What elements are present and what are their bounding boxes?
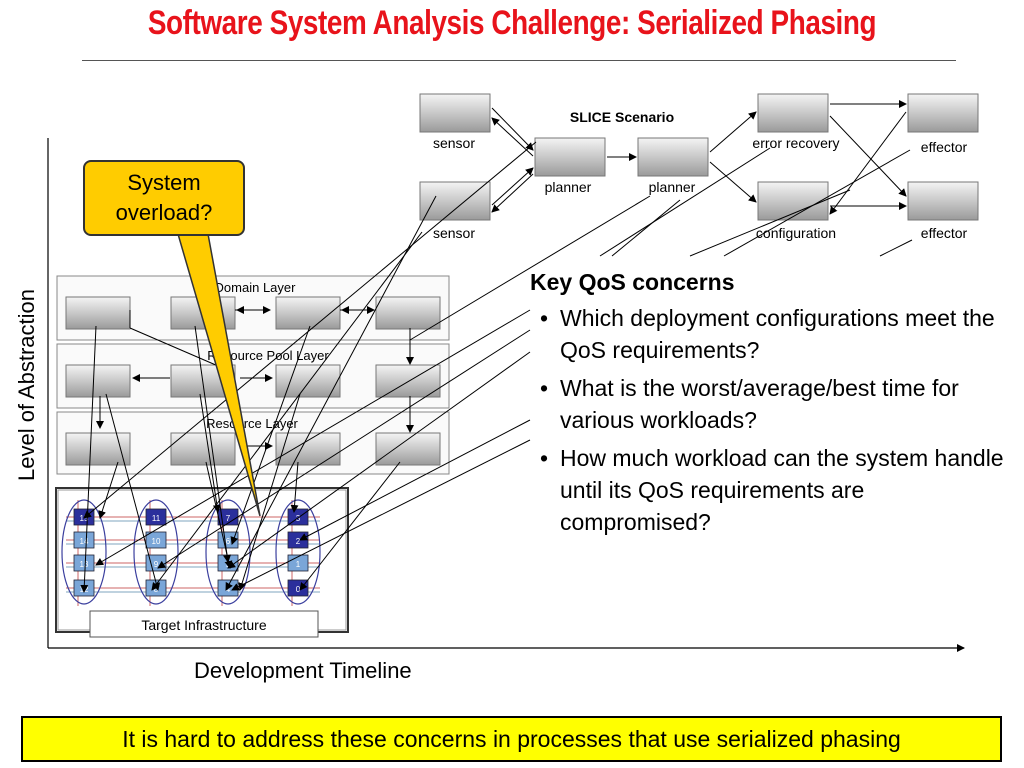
effector-bottom-label: effector <box>921 225 968 241</box>
compute-node-label: 14 <box>80 537 89 546</box>
compute-node <box>145 531 167 549</box>
compute-node <box>145 508 167 526</box>
y-axis-label: Level of Abstraction <box>14 289 39 482</box>
concern-text: What is the worst/average/best time for … <box>560 375 959 433</box>
mesh-ring <box>61 499 107 605</box>
sensor-top-label: sensor <box>433 135 475 151</box>
compute-node-label: 7 <box>226 514 231 523</box>
resource-pool-layer-label: Resource Pool Layer <box>207 348 329 363</box>
concern-item: • How much workload can the system handle… <box>530 442 1020 538</box>
callout-line-2: overload? <box>115 200 213 225</box>
concern-text: Which deployment configurations meet the… <box>560 305 995 363</box>
resource-pool-layer-component <box>275 364 341 398</box>
resource-layer-component <box>375 432 441 466</box>
compute-node-label: 1 <box>296 560 301 569</box>
compute-node <box>73 531 95 549</box>
x-axis-label: Development Timeline <box>194 658 412 683</box>
compute-node-label: 9 <box>154 560 159 569</box>
configuration-node <box>757 181 829 221</box>
domain-layer-component <box>275 296 341 330</box>
resource-layer-component <box>275 432 341 466</box>
mapping-lines <box>80 141 913 593</box>
compute-node-label: 11 <box>152 514 161 523</box>
compute-node-label: 10 <box>152 537 161 546</box>
planner-2-label: planner <box>649 179 696 195</box>
concern-item: • What is the worst/average/best time for… <box>530 372 1020 436</box>
domain-layer-label: Domain Layer <box>215 280 297 295</box>
effector-bottom-node <box>907 181 979 221</box>
infrastructure-label: Target Infrastructure <box>141 617 266 633</box>
error-recovery-node <box>757 93 829 133</box>
layer-stack: Domain Layer Resource Pool Layer Resourc… <box>56 275 450 475</box>
domain-layer-component <box>65 296 131 330</box>
sensor-bottom-label: sensor <box>433 225 475 241</box>
resource-layer-label: Resource Layer <box>206 416 298 431</box>
compute-node-label: 0 <box>296 585 301 594</box>
conclusion-banner: It is hard to address these concerns in … <box>21 716 1002 762</box>
compute-node-label: 3 <box>296 514 301 523</box>
concerns-list: • Which deployment configurations meet th… <box>530 302 1020 538</box>
planner-1-label: planner <box>545 179 592 195</box>
qos-concerns: Key QoS concerns • Which deployment confi… <box>530 266 1020 544</box>
sensor-bottom-node <box>419 181 491 221</box>
resource-pool-layer-component <box>375 364 441 398</box>
effector-top-node <box>907 93 979 133</box>
error-recovery-label: error recovery <box>752 135 839 151</box>
bullet-icon: • <box>540 305 549 331</box>
callout-line-1: System <box>127 170 201 195</box>
compute-node-label: 6 <box>226 537 231 546</box>
effector-top-label: effector <box>921 139 968 155</box>
planner-2-node <box>637 137 709 177</box>
layer-boxes <box>65 296 441 466</box>
bullet-icon: • <box>540 445 549 471</box>
bullet-icon: • <box>540 375 549 401</box>
domain-layer-component <box>375 296 441 330</box>
slide-title: Software System Analysis Challenge: Seri… <box>147 4 877 42</box>
resource-layer-component <box>65 432 131 466</box>
compute-node-label: 2 <box>296 537 301 546</box>
sensor-top-node <box>419 93 491 133</box>
compute-node <box>73 554 95 572</box>
resource-layer-component <box>170 432 236 466</box>
compute-node-label: 13 <box>80 560 89 569</box>
infrastructure-label-box <box>89 610 319 638</box>
concern-item: • Which deployment configurations meet th… <box>530 302 1020 366</box>
concerns-heading: Key QoS concerns <box>530 269 735 295</box>
title-divider <box>82 60 956 61</box>
resource-pool-layer-component <box>65 364 131 398</box>
concern-text: How much workload can the system handle … <box>560 445 1004 535</box>
mesh-ring <box>275 499 321 605</box>
system-overload-callout: System overload? <box>83 160 245 236</box>
mesh-ring <box>133 499 179 605</box>
slice-title: SLICE Scenario <box>570 109 674 125</box>
planner-1-node <box>534 137 606 177</box>
layer-edges <box>96 306 414 450</box>
configuration-label: configuration <box>756 225 836 241</box>
slice-scenario: SLICE Scenario sensor sensor planner pla… <box>419 93 979 241</box>
